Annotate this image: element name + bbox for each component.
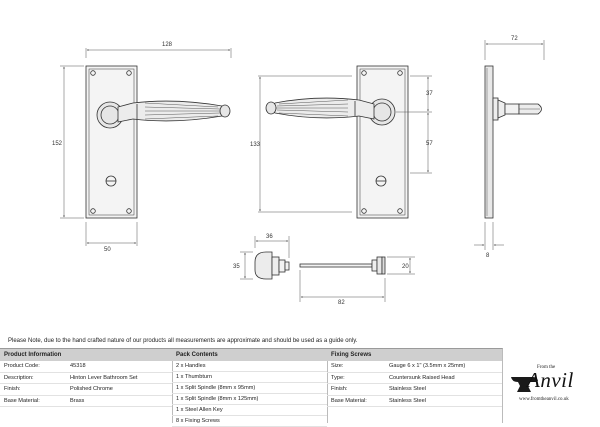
logo-wordmark: Anvil [527, 368, 574, 392]
row-label: Description: [4, 374, 34, 381]
row-label: Type: [331, 374, 345, 381]
table-row: Product Code: 45318 [0, 361, 172, 373]
front-view-right [265, 65, 409, 219]
release-spindle [299, 256, 386, 275]
list-item: 1 x Split Spindle (8mm x 125mm) [172, 394, 327, 405]
technical-drawing: 128 152 50 133 37 57 [52, 36, 545, 306]
front-dimension-lines [60, 48, 232, 246]
pack-item: 2 x Handles [176, 363, 206, 369]
table-row: Type: Countersunk Raised Head [327, 373, 502, 384]
dim-lever-length: 133 [250, 142, 261, 148]
product-information-title: Product Information [0, 349, 172, 361]
dim-thumbturn-height: 35 [233, 264, 240, 270]
row-label: Product Code: [4, 363, 40, 369]
pack-item: 1 x Steel Allen Key [176, 407, 223, 413]
list-item: 1 x Split Spindle (8mm x 95mm) [172, 383, 327, 394]
dim-plate-thickness: 8 [486, 253, 490, 259]
dim-thumbturn-length: 36 [266, 234, 273, 240]
list-item: 2 x Handles [172, 361, 327, 372]
row-value: Polished Chrome [70, 386, 113, 392]
table-row: Finish: Stainless Steel [327, 384, 502, 396]
dim-side-projection: 72 [511, 36, 518, 42]
row-label: Finish: [331, 386, 348, 392]
row-label: Base Material: [331, 397, 367, 404]
dim-rose-offset-top: 37 [426, 91, 433, 97]
table-row: Base Material: Stainless Steel [327, 396, 502, 407]
dim-front-width: 128 [162, 42, 173, 48]
center-dimension-lines [258, 75, 432, 213]
fixing-screws-table: Fixing Screws Size: Gauge 6 x 1" (3.5mm x… [327, 348, 503, 423]
row-value: 45318 [70, 363, 86, 369]
row-label: Size: [331, 363, 344, 369]
pack-contents-table: Pack Contents 2 x Handles 1 x Thumbturn … [172, 348, 328, 427]
table-row: Finish: Polished Chrome [0, 384, 172, 396]
list-item: 1 x Steel Allen Key [172, 405, 327, 416]
row-value: Gauge 6 x 1" (3.5mm x 25mm) [389, 363, 466, 369]
dim-backplate-width: 50 [104, 247, 111, 253]
row-value: Brass [70, 397, 85, 404]
table-row: Description: Hinton Lever Bathroom Set [0, 373, 172, 384]
row-value: Stainless Steel [389, 386, 427, 392]
side-dimension-lines [474, 40, 545, 250]
logo-url: www.fromtheanvil.co.uk [519, 397, 569, 402]
row-value: Countersunk Raised Head [389, 374, 455, 381]
anvil-icon [511, 377, 538, 392]
thumbturn [254, 251, 290, 280]
table-row: Base Material: Brass [0, 396, 172, 407]
pack-item: 8 x Fixing Screws [176, 418, 220, 424]
disclaimer-note: Please Note, due to the hand crafted nat… [8, 338, 358, 344]
side-view [484, 65, 542, 219]
list-item: 1 x Thumbturn [172, 372, 327, 383]
from-the-anvil-logo: From the Anvil www.fromtheanvil.co.uk [505, 362, 595, 418]
dim-front-height: 152 [52, 141, 63, 147]
dim-spindle-height: 20 [402, 264, 409, 270]
spindle-dimension-lines [299, 256, 415, 302]
product-information-table: Product Information Product Code: 45318 D… [0, 348, 173, 423]
row-label: Finish: [4, 386, 21, 392]
logo-from-text: From the [537, 365, 556, 370]
pack-contents-title: Pack Contents [172, 349, 327, 361]
dim-spindle-length: 82 [338, 300, 345, 306]
table-row: Size: Gauge 6 x 1" (3.5mm x 25mm) [327, 361, 502, 373]
fixing-screws-title: Fixing Screws [327, 349, 502, 361]
pack-item: 1 x Thumbturn [176, 374, 212, 380]
row-value: Hinton Lever Bathroom Set [70, 374, 138, 381]
pack-item: 1 x Split Spindle (8mm x 95mm) [176, 385, 256, 391]
row-label: Base Material: [4, 397, 40, 404]
pack-item: 1 x Split Spindle (8mm x 125mm) [176, 396, 259, 402]
front-view-left [85, 65, 231, 219]
thumbturn-dimension-lines [240, 236, 290, 280]
dim-rose-offset-bottom: 57 [426, 141, 433, 147]
row-value: Stainless Steel [389, 397, 427, 404]
